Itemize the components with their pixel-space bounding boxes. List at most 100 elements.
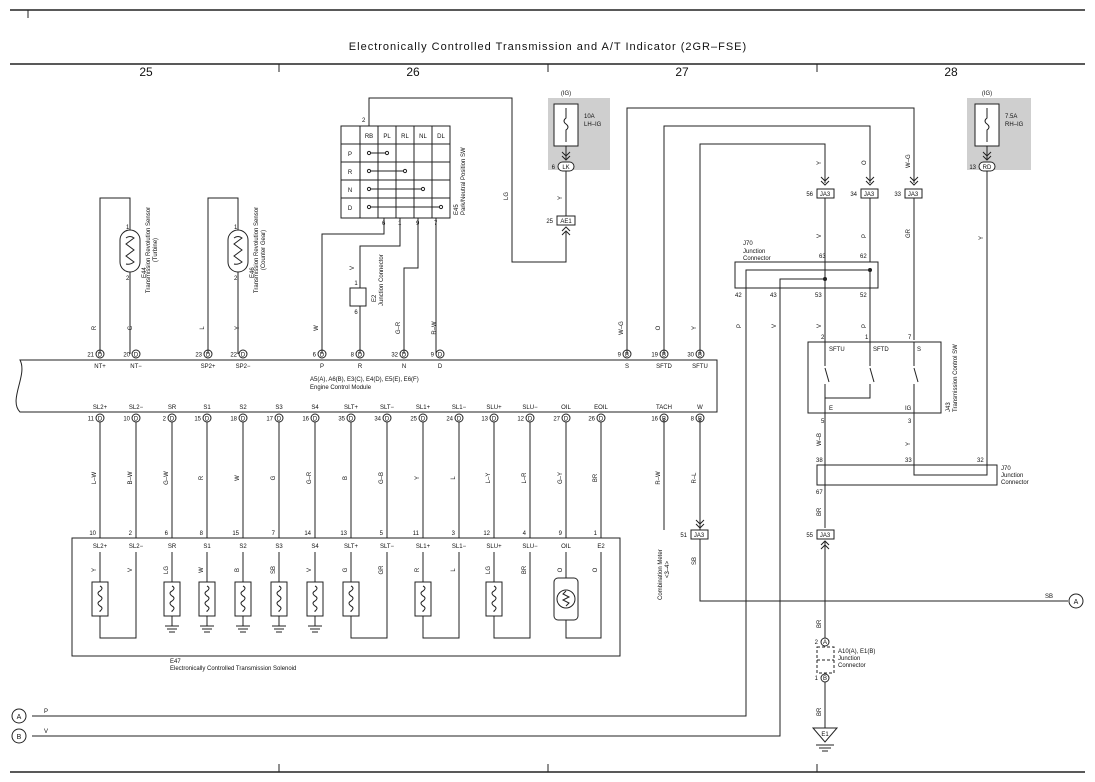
pnp-name: Park/Neutral Position SW bbox=[461, 147, 467, 215]
pin-label: S4 bbox=[311, 544, 319, 550]
solenoid-coil bbox=[234, 552, 252, 633]
pin-label: SLT− bbox=[380, 405, 395, 411]
wire-color: V bbox=[307, 568, 313, 572]
wire-color: Y bbox=[979, 236, 985, 240]
ja3-conn: JA3 bbox=[864, 192, 875, 198]
pin-number: 2 bbox=[163, 417, 167, 423]
a10-name: Connector bbox=[838, 663, 866, 669]
pnp-col: RL bbox=[401, 134, 409, 140]
pin-label: SL1− bbox=[452, 544, 467, 550]
j43-pin: 1 bbox=[865, 335, 869, 341]
ecm-connectors: A5(A), A6(B), E3(C), E4(D), E5(E), E6(F) bbox=[310, 377, 419, 383]
pin-number: 9 bbox=[431, 353, 435, 359]
ja3-conn: JA3 bbox=[820, 192, 831, 198]
wire-color: V bbox=[772, 324, 778, 328]
wire-color: L–R bbox=[522, 472, 528, 484]
solenoid-coil bbox=[270, 552, 288, 633]
wire-color: SB bbox=[1045, 594, 1053, 600]
wire-color: L bbox=[451, 568, 457, 572]
pin-label: SLU− bbox=[522, 544, 538, 550]
pin-number: 16 bbox=[651, 417, 658, 423]
pin-number: 24 bbox=[446, 417, 453, 423]
sensor-e46-sub: (Counter Gear) bbox=[261, 230, 267, 270]
a10-name: A10(A), E1(B) bbox=[838, 649, 875, 655]
wire-color: O bbox=[862, 160, 868, 165]
ja3-conn: JA3 bbox=[820, 533, 831, 539]
pin-number: 20 bbox=[123, 353, 130, 359]
pin-label: S4 bbox=[311, 405, 319, 411]
fuse-conn: LK bbox=[562, 165, 569, 171]
wire-color: B bbox=[343, 476, 349, 480]
pin-label: NT+ bbox=[94, 364, 106, 370]
fuse-name: 10A bbox=[584, 114, 595, 120]
section-number: 25 bbox=[139, 65, 153, 79]
wire-color: P bbox=[44, 709, 48, 715]
wire-color: SB bbox=[692, 557, 698, 565]
pin-number: 30 bbox=[687, 353, 694, 359]
wire-color: LG bbox=[504, 192, 510, 200]
j43-pin: 3 bbox=[908, 419, 912, 425]
j43-pin: 7 bbox=[908, 335, 912, 341]
pin-label: OIL bbox=[561, 544, 571, 550]
j70b-pin: 38 bbox=[816, 458, 823, 464]
pin-connector: D bbox=[528, 417, 533, 423]
pin-connector: D bbox=[205, 417, 210, 423]
pin-connector: D bbox=[421, 417, 426, 423]
a10-pin: 1 bbox=[815, 676, 819, 682]
wire-color: G bbox=[128, 325, 134, 330]
wire-color: O bbox=[558, 567, 564, 572]
ja3-top-connectors: JA3 56 Y JA3 34 O JA3 33 W–G V P GR bbox=[626, 107, 923, 354]
fuse-pin: 13 bbox=[969, 165, 976, 171]
pin-label: S3 bbox=[275, 405, 283, 411]
pin-label: S bbox=[625, 364, 629, 370]
pin-label: S3 bbox=[275, 544, 283, 550]
pin-label: SLU− bbox=[522, 405, 538, 411]
pin-number: 10 bbox=[89, 531, 96, 537]
wire-color: G–R bbox=[396, 321, 402, 334]
pin-number: 21 bbox=[87, 353, 94, 359]
pin-label: SLT− bbox=[380, 544, 395, 550]
wire-color: L bbox=[200, 326, 206, 330]
svg-text:2: 2 bbox=[234, 276, 238, 282]
terminal-b: B V bbox=[11, 728, 48, 744]
j43-pin: 2 bbox=[821, 335, 825, 341]
wire-color: Y bbox=[817, 161, 823, 165]
wire-color: BR bbox=[817, 507, 823, 516]
pin-label: SL2− bbox=[129, 405, 144, 411]
pin-connector: D bbox=[457, 417, 462, 423]
section-number: 27 bbox=[675, 65, 689, 79]
a10-pin: 2 bbox=[815, 640, 819, 646]
section-number: 28 bbox=[944, 65, 958, 79]
ja3-pin: 34 bbox=[850, 192, 857, 198]
j43-label: IG bbox=[905, 406, 912, 412]
ae1-pin: 25 bbox=[546, 219, 553, 225]
wire-color: V bbox=[817, 234, 823, 238]
solenoid-coil bbox=[198, 552, 216, 633]
terminal-a: A P bbox=[11, 708, 48, 724]
fuse-ig: (IG) bbox=[561, 91, 571, 97]
pin-label: SR bbox=[168, 544, 177, 550]
wire-color: O bbox=[656, 325, 662, 330]
pin-connector: D bbox=[313, 417, 318, 423]
pin-label: SL2+ bbox=[93, 405, 108, 411]
j70b-id: J70 bbox=[1001, 466, 1011, 472]
pin-number: 5 bbox=[380, 531, 384, 537]
wire-color: V bbox=[350, 266, 356, 270]
transmission-control-switch: SFTU SFTD S 2 1 7 E IG 5 3 J43 Transmiss… bbox=[807, 335, 959, 465]
oil-temp-sensor bbox=[553, 552, 602, 639]
pin-connector: D bbox=[492, 417, 497, 423]
pin-connector: D bbox=[134, 353, 139, 359]
e2-name: Junction Connector bbox=[379, 254, 385, 306]
pin-number: 19 bbox=[651, 353, 658, 359]
junction-connector-e2: 1 6 E2 Junction Connector bbox=[349, 254, 385, 316]
meter-conn: JA3 bbox=[694, 533, 705, 539]
wire-color: V bbox=[817, 324, 823, 328]
pin-connector: D bbox=[241, 353, 246, 359]
pin-label: SL1+ bbox=[416, 405, 431, 411]
pnp-col: RB bbox=[365, 134, 373, 140]
